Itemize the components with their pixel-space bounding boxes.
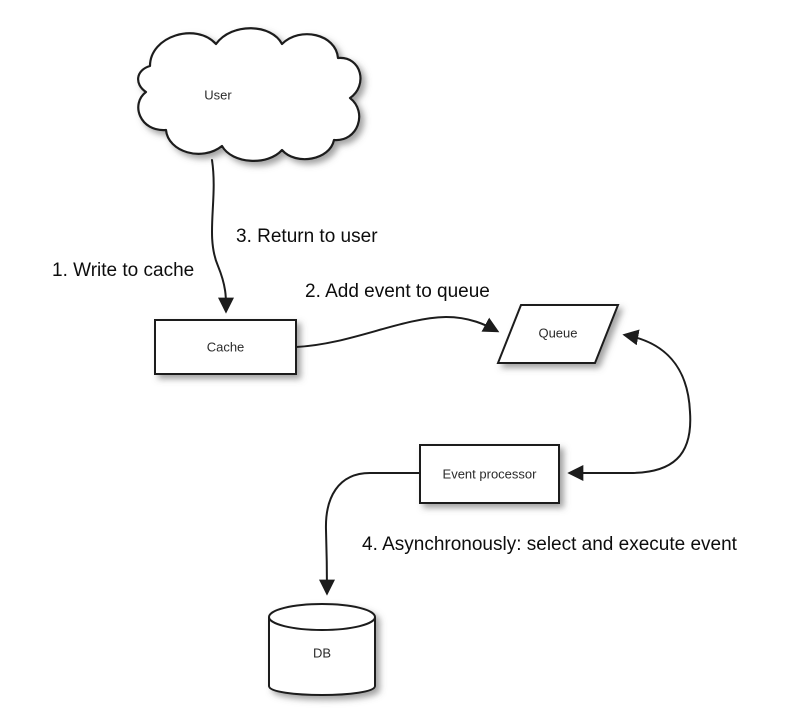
node-label-cache: Cache <box>207 339 245 354</box>
edge-queue-event-processor <box>567 329 692 481</box>
db-cylinder-body <box>268 617 376 696</box>
node-queue[interactable]: Queue <box>496 304 620 364</box>
node-label-event-processor: Event processor <box>443 466 538 481</box>
db-cylinder-top <box>268 603 376 631</box>
node-cache[interactable]: Cache <box>154 319 297 375</box>
cloud-icon <box>137 27 362 162</box>
edge-cache-to-queue <box>295 315 500 348</box>
node-label-queue: Queue <box>538 325 577 340</box>
step-label-2: 2. Add event to queue <box>305 281 490 302</box>
edge-event-processor-to-db <box>318 472 421 596</box>
node-user[interactable]: User <box>137 27 362 162</box>
node-label-db: DB <box>313 645 331 660</box>
step-label-1: 1. Write to cache <box>52 260 194 281</box>
cache-box-shape <box>154 319 297 375</box>
step-label-4: 4. Asynchronously: select and execute ev… <box>362 534 738 555</box>
node-event-processor[interactable]: Event processor <box>419 444 560 504</box>
step-label-3: 3. Return to user <box>236 226 378 247</box>
node-db[interactable]: DB <box>268 603 376 696</box>
edge-user-to-cache <box>210 159 235 314</box>
node-label-user: User <box>204 87 232 102</box>
